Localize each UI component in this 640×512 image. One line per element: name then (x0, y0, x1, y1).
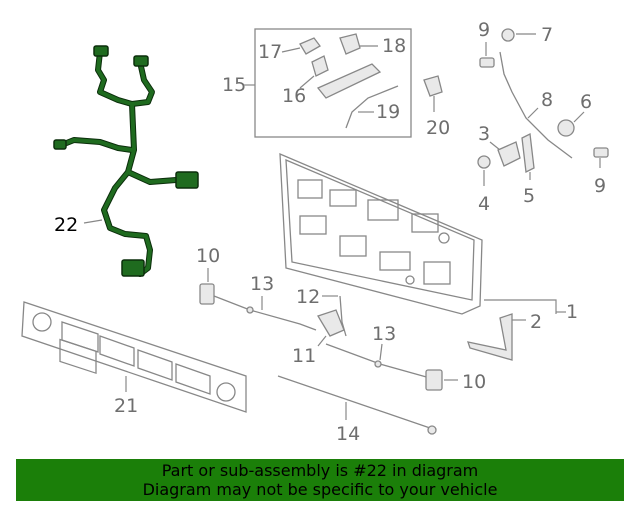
callout-8: 8 (541, 89, 553, 111)
part-10-right[interactable] (425, 369, 443, 391)
part-7[interactable] (501, 28, 515, 42)
part-13-rod-upper[interactable] (213, 295, 317, 331)
callout-11: 11 (292, 345, 316, 367)
callout-13-lower: 13 (372, 323, 396, 345)
part-2[interactable] (467, 313, 513, 361)
callout-3: 3 (478, 123, 490, 145)
info-banner: Part or sub-assembly is #22 in diagram D… (16, 459, 624, 501)
callout-1: 1 (566, 301, 578, 323)
callout-6: 6 (580, 91, 592, 113)
part-20[interactable] (423, 75, 443, 97)
parts-diagram: 22 15 17 18 16 19 20 9 7 8 6 9 3 4 5 (21, 19, 609, 445)
part-18[interactable] (339, 33, 361, 55)
tailgate-panel[interactable] (279, 152, 483, 315)
part-8-cable[interactable] (499, 51, 573, 159)
callout-10-right: 10 (462, 371, 486, 393)
callout-9-top: 9 (478, 19, 490, 41)
part-5[interactable] (521, 133, 535, 173)
callout-12: 12 (296, 286, 320, 308)
banner-line-1: Part or sub-assembly is #22 in diagram (161, 461, 479, 480)
part-12[interactable] (339, 295, 347, 337)
callout-14: 14 (336, 423, 360, 445)
banner-line-2: Diagram may not be specific to your vehi… (142, 480, 498, 499)
part-4[interactable] (477, 155, 491, 169)
callout-17: 17 (258, 41, 282, 63)
callout-13-upper: 13 (250, 273, 274, 295)
part-9-bolt-top[interactable] (479, 57, 495, 68)
kit-box-15 (254, 28, 412, 138)
part-9-bolt-right[interactable] (593, 147, 609, 158)
callout-18: 18 (382, 35, 406, 57)
part-17[interactable] (299, 37, 321, 55)
part-16[interactable] (311, 55, 329, 77)
part-6[interactable] (557, 119, 575, 137)
part-14-rod[interactable] (277, 375, 431, 429)
callout-21: 21 (114, 395, 138, 417)
callout-20: 20 (426, 117, 450, 139)
callout-16: 16 (282, 85, 306, 107)
callout-4: 4 (478, 193, 490, 215)
part-21-panel[interactable] (21, 301, 247, 413)
part-3[interactable] (497, 141, 521, 167)
callout-10-left: 10 (196, 245, 220, 267)
wiring-harness-part-22[interactable] (53, 45, 199, 277)
part-10-left[interactable] (199, 283, 215, 305)
callout-15: 15 (222, 74, 246, 96)
tailgate-handle[interactable] (316, 63, 382, 99)
callout-19: 19 (376, 101, 400, 123)
part-19[interactable] (345, 85, 399, 129)
part-11[interactable] (317, 309, 345, 337)
callout-2: 2 (530, 311, 542, 333)
callout-7: 7 (541, 24, 553, 46)
callout-22: 22 (54, 214, 78, 236)
callout-9-right: 9 (594, 175, 606, 197)
callout-5: 5 (523, 185, 535, 207)
